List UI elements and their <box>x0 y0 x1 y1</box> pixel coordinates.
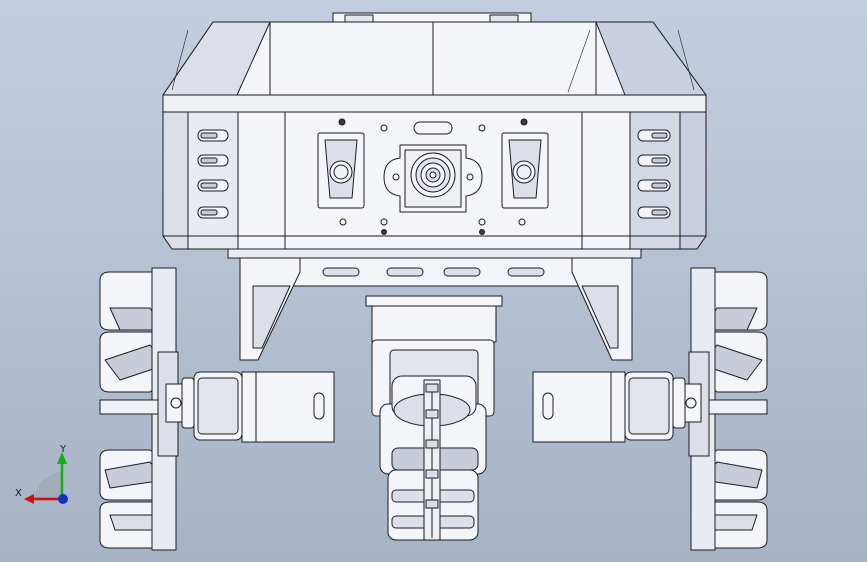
left-motor-body <box>241 371 335 443</box>
front-sensor-panel[interactable] <box>317 118 549 235</box>
right-mecanum-wheel[interactable] <box>682 267 768 551</box>
frame-crossbar <box>239 257 633 287</box>
vent-slots-left <box>197 129 229 219</box>
left-motor[interactable] <box>181 371 335 443</box>
center-plate <box>365 295 503 307</box>
left-mecanum-wheel[interactable] <box>99 267 185 551</box>
z-axis-dot <box>58 494 68 504</box>
vent-slots-right <box>637 129 671 219</box>
chassis-frame[interactable] <box>227 248 642 361</box>
center-caster[interactable] <box>371 339 495 541</box>
axis-triad-icon: Y X <box>15 444 68 504</box>
y-axis-label: Y <box>59 444 67 455</box>
right-motor[interactable] <box>532 371 686 443</box>
top-slot <box>413 121 453 135</box>
x-axis-label: X <box>15 488 22 499</box>
